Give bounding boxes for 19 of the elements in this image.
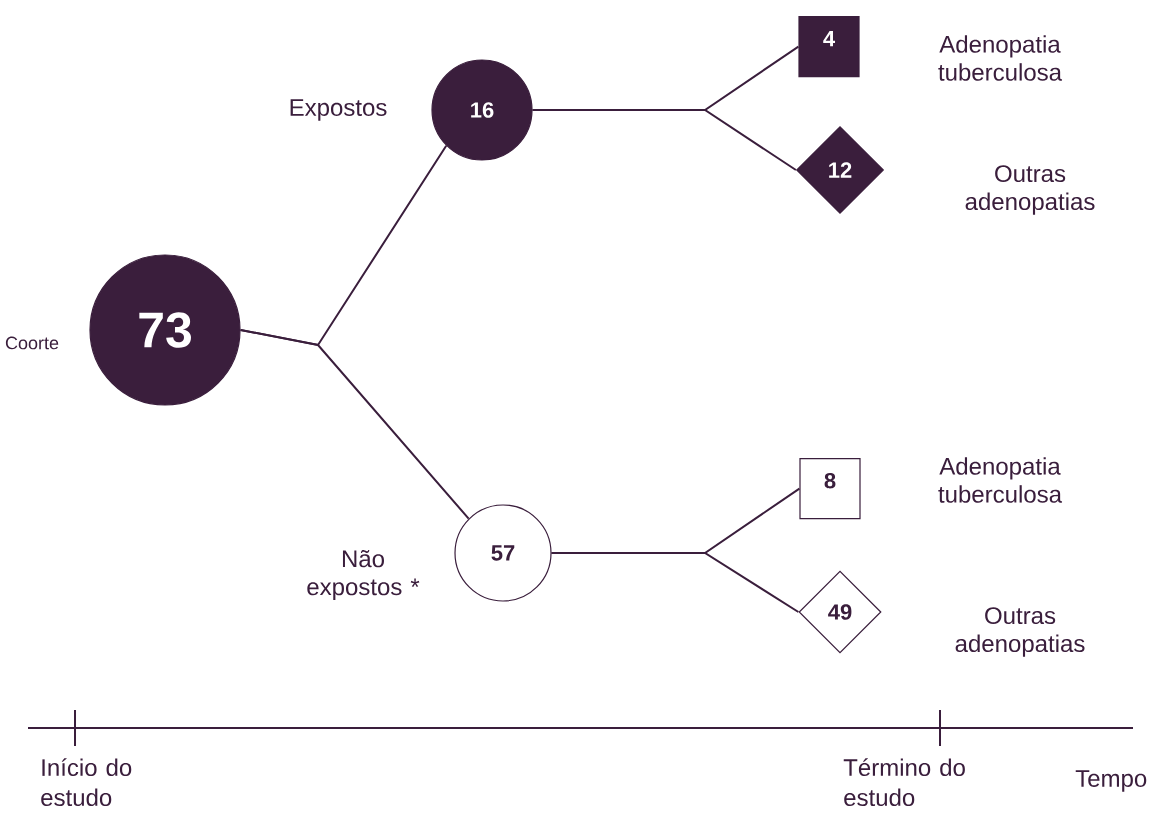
axis-label: Tempo bbox=[1075, 770, 1147, 792]
circle-node: 57 bbox=[454, 504, 552, 602]
circle-node: 73 bbox=[89, 254, 241, 406]
node-caption: Outras adenopatias bbox=[965, 165, 1095, 215]
node-caption: Coorte bbox=[5, 336, 59, 350]
node-caption: Expostos bbox=[290, 99, 387, 121]
node-caption: Outras adenopatias bbox=[955, 607, 1085, 657]
node-caption: Adenopatia tuberculosa bbox=[938, 457, 1062, 503]
branch-line bbox=[550, 552, 800, 613]
diamond-node: 49 bbox=[798, 570, 882, 654]
circle-node: 16 bbox=[431, 59, 533, 161]
square-node: 4 bbox=[798, 16, 860, 78]
node-caption: Não expostos * bbox=[307, 549, 420, 601]
node-caption: Adenopatia tuberculosa bbox=[938, 35, 1062, 81]
axis-label: Início do estudo bbox=[41, 758, 132, 807]
square-node: 8 bbox=[799, 458, 861, 520]
branch-line bbox=[531, 109, 797, 171]
axis-label: Término do estudo bbox=[843, 758, 965, 807]
branch-line bbox=[239, 329, 470, 520]
